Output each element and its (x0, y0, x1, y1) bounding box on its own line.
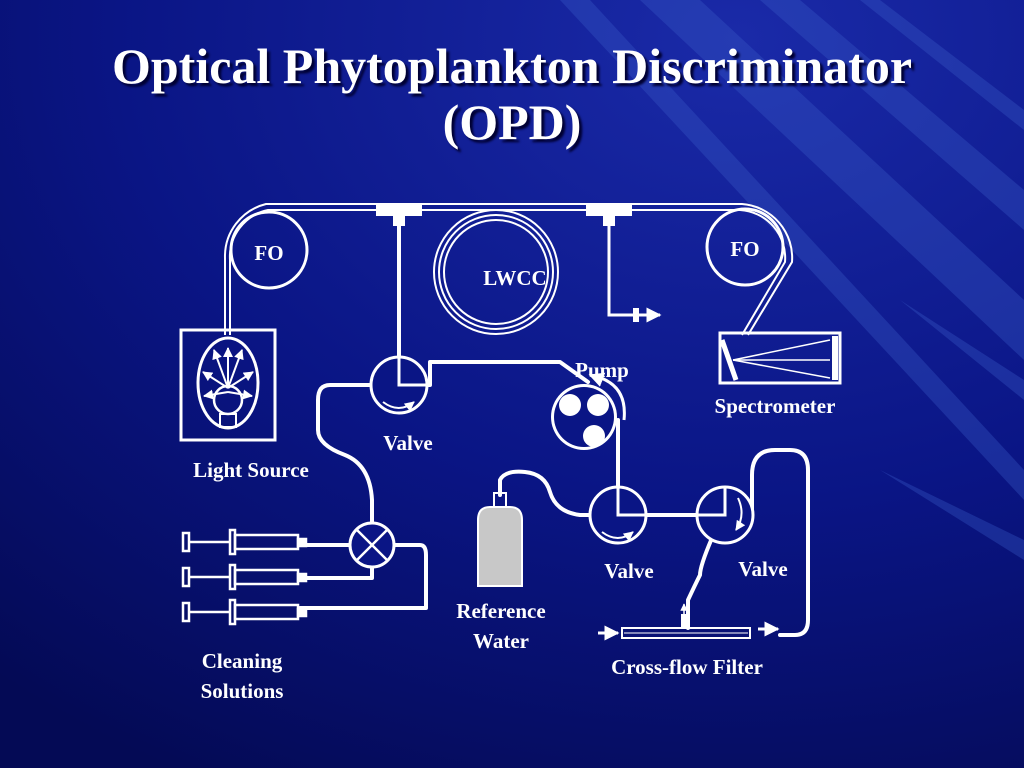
fo-right-label: FO (730, 237, 759, 261)
fo-left-label: FO (254, 241, 283, 265)
valve-right[interactable] (695, 485, 755, 545)
lamp-bulb (212, 384, 244, 416)
cleaning-solutions-label-line-2: Solutions (201, 679, 284, 703)
pump-label: Pump (575, 358, 629, 382)
cross-flow-filter (598, 603, 780, 641)
reference-water-label-line-1: Reference (456, 599, 545, 623)
waste-outlet (607, 226, 662, 323)
valve-top-label: Valve (383, 431, 432, 455)
spectrometer-label: Spectrometer (715, 394, 836, 418)
slide-title: Optical Phytoplankton Discriminator (OPD… (0, 38, 1024, 150)
title-line-1: Optical Phytoplankton Discriminator (111, 38, 913, 94)
title-line-2: (OPD) (442, 94, 582, 150)
selector-valve[interactable] (348, 521, 396, 569)
cleaning-solutions-label-line-1: Cleaning (202, 649, 283, 673)
spectrometer (718, 331, 842, 385)
valve-top[interactable] (369, 355, 429, 415)
lwcc-label: LWCC (483, 266, 546, 290)
syringe-2 (181, 563, 308, 591)
valve-mid[interactable] (588, 485, 648, 545)
fo-right-coupler (705, 207, 785, 287)
lwcc-coil (433, 209, 559, 335)
valve-right-label: Valve (738, 557, 787, 581)
light-source-label: Light Source (193, 458, 309, 482)
t-connector-right (586, 204, 632, 226)
light-source (179, 328, 277, 442)
pump[interactable] (551, 372, 626, 450)
t-connector-left (376, 204, 422, 226)
syringe-3 (181, 598, 308, 626)
syringe-1 (181, 528, 308, 556)
fo-left-coupler (229, 210, 309, 290)
valve-mid-label: Valve (604, 559, 653, 583)
light-rays (202, 347, 254, 400)
reference-water-bottle (477, 492, 523, 587)
cross-flow-filter-label: Cross-flow Filter (611, 655, 763, 679)
reference-water-label-line-2: Water (473, 629, 529, 653)
